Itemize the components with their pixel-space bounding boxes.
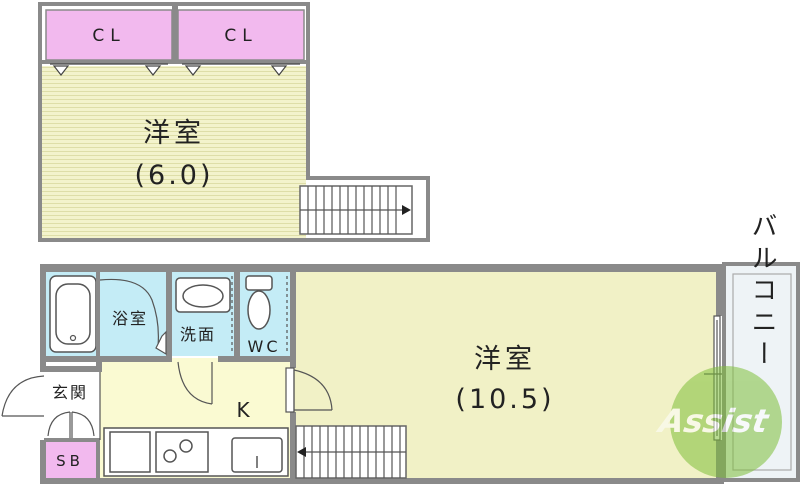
washroom-label: 洗面 bbox=[180, 325, 216, 344]
upper-room-size: (6.0) bbox=[134, 160, 213, 191]
bathtub bbox=[49, 275, 97, 353]
wash-toilet-bottom-wall bbox=[218, 356, 294, 362]
lower-room-size: (10.5) bbox=[455, 384, 554, 415]
lower-top-wall bbox=[40, 264, 724, 272]
bathroom-door bbox=[99, 278, 159, 347]
shoe-box bbox=[44, 442, 96, 478]
fridge bbox=[109, 431, 151, 473]
washroom-door bbox=[177, 361, 213, 405]
shoe-closet-doors bbox=[47, 411, 95, 438]
watermark-text: Assist bbox=[653, 402, 772, 440]
lower-right-wall-upper bbox=[716, 264, 722, 316]
entrance-door bbox=[1, 375, 45, 417]
upper-stairs bbox=[299, 185, 413, 235]
lower-left-wall-upper bbox=[40, 264, 46, 372]
upper-floor: CL CL 洋室 (6.0) bbox=[38, 2, 430, 242]
closet-doors bbox=[50, 63, 300, 76]
wet-area-bottom-wall bbox=[46, 356, 170, 362]
toilet-label: WC bbox=[248, 337, 281, 356]
toilet-room-wall-lower bbox=[290, 412, 296, 478]
closet-right bbox=[177, 9, 305, 61]
stairs-arrow-right-icon bbox=[402, 205, 411, 215]
wash-toilet-wall bbox=[234, 272, 240, 362]
stairs-arrow-left-icon bbox=[297, 447, 306, 457]
lower-left-wall-lower bbox=[40, 440, 46, 484]
lower-stairs bbox=[295, 425, 407, 479]
bath-divider bbox=[96, 272, 100, 356]
washroom-door-mark bbox=[155, 330, 167, 356]
closet-front-wall bbox=[42, 60, 306, 64]
closet-left-label: CL bbox=[92, 26, 125, 46]
closet-left bbox=[45, 9, 173, 61]
kitchen-counter bbox=[103, 427, 289, 477]
shoe-box-label: SB bbox=[56, 452, 84, 470]
kitchen-label: K bbox=[236, 398, 250, 422]
washbasin bbox=[175, 277, 231, 313]
bath-wash-wall bbox=[166, 272, 172, 362]
entrance-label: 玄関 bbox=[52, 383, 88, 402]
lower-room-name: 洋室 bbox=[474, 344, 536, 375]
closet-right-label: CL bbox=[224, 26, 257, 46]
entrance-top-wall bbox=[40, 366, 102, 372]
bathroom-label: 浴室 bbox=[112, 309, 148, 328]
sink bbox=[231, 437, 283, 473]
sb-top-wall bbox=[44, 438, 98, 442]
upper-room-name: 洋室 bbox=[143, 118, 205, 149]
room-door bbox=[285, 367, 333, 413]
watermark: Assist bbox=[653, 366, 782, 478]
sb-right-wall bbox=[96, 438, 100, 478]
closet-divider bbox=[172, 6, 178, 64]
upper-western-room-floor bbox=[42, 66, 306, 238]
balcony-label: バルコニー bbox=[747, 212, 777, 372]
toilet bbox=[245, 275, 273, 330]
lower-bottom-wall bbox=[40, 478, 724, 484]
toilet-room-wall-upper bbox=[290, 272, 296, 368]
stove bbox=[155, 431, 209, 473]
